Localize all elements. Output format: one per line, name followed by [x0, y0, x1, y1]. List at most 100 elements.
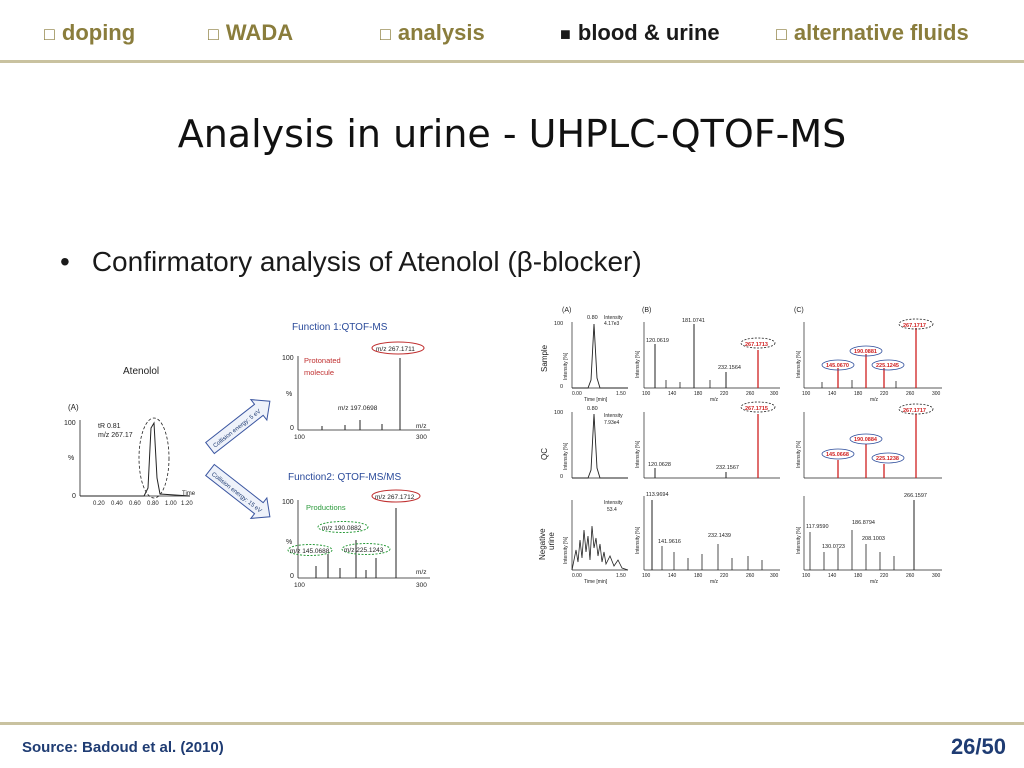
mz-tick: 140 — [668, 573, 677, 579]
nav-divider — [0, 60, 1024, 63]
x-tick: 0.60 — [129, 501, 141, 507]
checkbox-empty-icon: □ — [208, 24, 219, 44]
y-axis-label: Intensity [%] — [796, 526, 802, 554]
mz-tick: 220 — [880, 391, 889, 397]
mz-tick: 140 — [828, 391, 837, 397]
bullet-point: •Confirmatory analysis of Atenolol (β-bl… — [60, 246, 642, 278]
time-tick: 0.00 — [572, 573, 582, 579]
mz-tick: 140 — [668, 391, 677, 397]
peak-label: m/z 225.1243 — [344, 547, 384, 554]
peak-label: m/z 267.1712 — [375, 494, 415, 501]
nav-item-blood-urine[interactable]: ■blood & urine — [560, 20, 720, 46]
nav-item-alternative-fluids[interactable]: □alternative fluids — [776, 20, 969, 46]
y-tick-100: 100 — [64, 420, 76, 427]
rt-label: 0.80 — [587, 406, 598, 412]
time-axis-label: Time [min] — [584, 397, 608, 403]
retention-time-label: tR 0.81 — [98, 423, 121, 430]
chromatogram-trace — [80, 421, 191, 497]
fragment-ellipse — [341, 543, 391, 555]
y-tick-100: 100 — [554, 410, 563, 416]
peak-label: m/z 145.0688 — [290, 548, 330, 555]
mz-axis-label: m/z — [870, 579, 879, 585]
function1-title: Function 1:QTOF-MS — [292, 322, 388, 333]
mz-tick: 100 — [802, 391, 811, 397]
mz-tick: 300 — [770, 391, 779, 397]
compound-label: Atenolol — [123, 366, 159, 377]
nav-label: doping — [61, 20, 136, 45]
peak-label: m/z 267.1711 — [376, 346, 415, 353]
mz-axis-label: m/z — [416, 423, 426, 430]
atenolol-fragmentation-figure: Atenolol (A) 100 % 0 tR 0.81 m/z 267.17 … — [64, 322, 430, 589]
peak-label: 130.0723 — [822, 544, 845, 550]
mz-tick: 260 — [746, 573, 755, 579]
peak-label: 120.0619 — [646, 338, 669, 344]
source-citation: Source: Badoud et al. (2010) — [22, 739, 224, 756]
y-tick-100: 100 — [282, 355, 294, 362]
mz-tick: 180 — [694, 391, 703, 397]
x-tick-100: 100 — [294, 582, 305, 589]
row-label-negative: Negative — [538, 528, 547, 560]
panel-label-a: (A) — [562, 307, 571, 314]
row-label-qc: QC — [540, 448, 549, 460]
peak-label: 225.1245 — [876, 363, 899, 369]
y-unit: % — [286, 539, 292, 546]
checkbox-filled-icon: ■ — [560, 24, 571, 44]
x-tick: 1.00 — [165, 501, 177, 507]
mz-tick: 220 — [720, 573, 729, 579]
nav-item-analysis[interactable]: □analysis — [380, 20, 485, 46]
mz-tick: 260 — [746, 391, 755, 397]
peak-label: 113.9694 — [646, 492, 669, 498]
peak-label: 145.0670 — [826, 363, 849, 369]
mz-tick: 100 — [802, 573, 811, 579]
time-tick: 0.00 — [572, 391, 582, 397]
checkbox-empty-icon: □ — [44, 24, 55, 44]
mz-tick: 180 — [854, 391, 863, 397]
negative-msms-spectrum: Intensity [%] 266.1597 117.9590 186.8794… — [796, 493, 942, 585]
rt-label: 0.80 — [587, 315, 598, 321]
mz-tick: 300 — [932, 573, 941, 579]
peak-label: m/z 197.0698 — [338, 405, 378, 412]
x-tick: 0.80 — [147, 501, 159, 507]
time-tick: 1.50 — [616, 573, 626, 579]
sample-chromatogram: Intensity [%] 100 0 0.80 Intensity 4.17e… — [554, 315, 628, 403]
fragment-ellipse — [287, 544, 333, 556]
peak-label: 186.8794 — [852, 520, 875, 526]
nav-item-wada[interactable]: □ WADA — [208, 20, 293, 46]
qc-fullscan-spectrum: Intensity [%] 267.1715 120.0628 232.1567 — [635, 401, 780, 479]
peak-label: 267.1713 — [745, 342, 768, 348]
peak-label: 266.1597 — [904, 493, 927, 499]
peak-label: 117.9590 — [806, 524, 829, 530]
arrow-label: Collision energy: 15 eV — [210, 472, 262, 515]
molecule-label: molecule — [304, 368, 334, 377]
bullet-icon: • — [60, 246, 70, 277]
y-axis-label: Intensity [%] — [796, 350, 802, 378]
collision-arrow-15ev: Collision energy: 15 eV — [204, 463, 271, 520]
mz-tick: 100 — [642, 391, 651, 397]
time-axis-label: Time [min] — [584, 579, 608, 585]
footer-divider — [0, 722, 1024, 725]
mz-tick: 260 — [906, 573, 915, 579]
nav-item-doping[interactable]: □ doping — [44, 20, 135, 46]
y-tick-0: 0 — [72, 493, 76, 500]
nav-label: WADA — [225, 20, 294, 45]
qc-msms-spectrum: Intensity [%] 267.1717 190.0884 145.0668… — [796, 403, 942, 479]
sample-msms-spectrum: Intensity [%] 267.1717 190.0881 145.0670… — [796, 318, 942, 389]
protonated-label: Protonated — [304, 356, 341, 365]
mz-tick: 140 — [828, 573, 837, 579]
panel-label: (A) — [68, 403, 79, 412]
y-tick-0: 0 — [560, 474, 563, 480]
y-axis-label: Intensity [%] — [563, 536, 569, 564]
x-tick-300: 300 — [416, 582, 427, 589]
peak-label: 190.0881 — [854, 349, 877, 355]
y-tick-100: 100 — [554, 321, 563, 327]
negative-chromatogram: Intensity [%] Intensity 53.4 0.00 1.50 T… — [563, 500, 629, 585]
y-axis-label: Intensity [%] — [563, 442, 569, 470]
y-tick-0: 0 — [560, 384, 563, 390]
intensity-label: Intensity — [604, 315, 623, 321]
top-navigation: □ doping □ WADA □analysis ■blood & urine □… — [0, 0, 1024, 62]
y-axis-label: Intensity [%] — [635, 526, 641, 554]
mz-tick: 180 — [854, 573, 863, 579]
peak-label: 232.1439 — [708, 533, 731, 539]
mz-axis-label: m/z — [870, 397, 879, 403]
y-axis-label: Intensity [%] — [635, 440, 641, 468]
